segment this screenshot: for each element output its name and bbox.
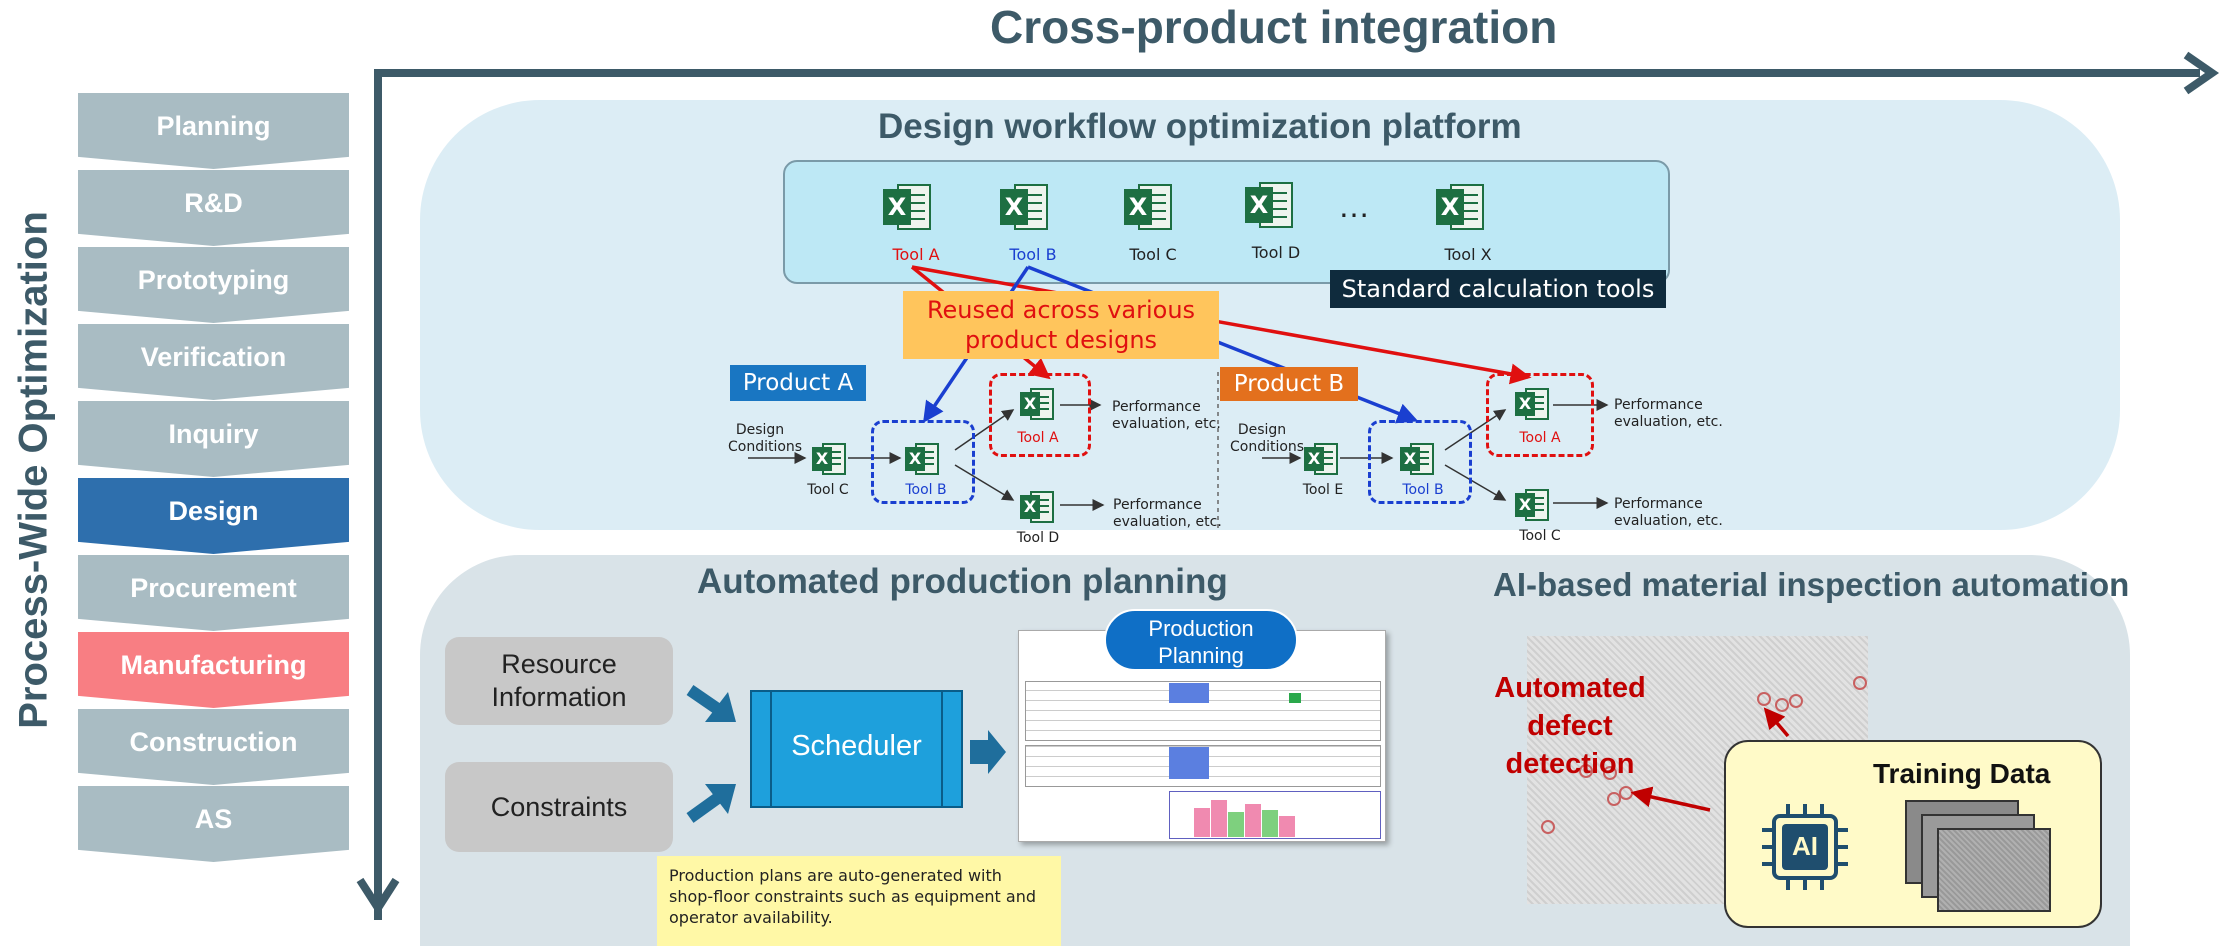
defect-spot bbox=[1579, 764, 1593, 778]
resource-information-box: Resource Information bbox=[445, 637, 673, 725]
excel-icon: X bbox=[1515, 486, 1551, 524]
planning-screenshot bbox=[1018, 630, 1386, 842]
excel-icon: X bbox=[1436, 180, 1486, 234]
product-a-perf-1: Performance evaluation, etc. bbox=[1112, 399, 1221, 432]
platform-title: Design workflow optimization platform bbox=[878, 107, 1522, 146]
production-planning-title: Automated production planning bbox=[697, 562, 1228, 601]
stage-inquiry: Inquiry bbox=[78, 401, 349, 477]
product-a-tool-c: Tool C bbox=[807, 482, 849, 498]
product-b-tool-a: Tool A bbox=[1519, 430, 1561, 446]
excel-icon: X bbox=[1124, 180, 1174, 234]
stage-manufacturing: Manufacturing bbox=[78, 632, 349, 708]
product-b-tool-b-highlight bbox=[1368, 420, 1472, 504]
load-bar bbox=[1279, 816, 1295, 837]
defect-spot bbox=[1607, 792, 1621, 806]
excel-icon: X bbox=[1400, 440, 1436, 478]
excel-icon: X bbox=[1304, 440, 1340, 478]
product-a-tool-a: Tool A bbox=[1017, 430, 1059, 446]
tool-d-label: Tool D bbox=[1251, 243, 1301, 262]
design-conditions-b: Design Conditions bbox=[1230, 422, 1305, 455]
excel-icon: X bbox=[1245, 178, 1295, 232]
stage-prototyping: Prototyping bbox=[78, 247, 349, 323]
scheduler-right-bar bbox=[941, 692, 943, 806]
product-a-badge: Product A bbox=[730, 365, 866, 401]
excel-icon: X bbox=[883, 180, 933, 234]
product-a-tool-a-highlight bbox=[989, 373, 1091, 457]
excel-icon: X bbox=[1515, 385, 1551, 423]
tool-b-label: Tool B bbox=[1009, 245, 1057, 264]
product-a-tool-b-highlight bbox=[871, 420, 975, 504]
stage-planning: Planning bbox=[78, 93, 349, 169]
planning-note: Production plans are auto-generated with… bbox=[657, 856, 1061, 946]
defect-spot bbox=[1757, 692, 1771, 706]
ai-chip-text: AI bbox=[1792, 831, 1818, 861]
product-a-tool-d: Tool D bbox=[1016, 530, 1060, 546]
excel-icon: X bbox=[1020, 488, 1056, 526]
product-b-badge: Product B bbox=[1220, 367, 1358, 401]
excel-icon: X bbox=[905, 440, 941, 478]
product-a-tool-b: Tool B bbox=[905, 482, 947, 498]
stage-procurement: Procurement bbox=[78, 555, 349, 631]
scheduler-box: Scheduler bbox=[750, 690, 963, 808]
excel-icon: X bbox=[1000, 180, 1050, 234]
tool-a-label: Tool A bbox=[892, 245, 940, 264]
load-chart-frame bbox=[1169, 791, 1381, 839]
scheduler-label: Scheduler bbox=[791, 730, 922, 762]
gantt-bar bbox=[1169, 747, 1209, 779]
tools-ellipsis: … bbox=[1338, 188, 1370, 224]
standard-tools-label: Standard calculation tools bbox=[1330, 270, 1666, 308]
scheduler-left-bar bbox=[770, 692, 772, 806]
load-bar bbox=[1245, 804, 1261, 837]
tool-x-label: Tool X bbox=[1444, 245, 1492, 264]
ai-chip-graphic bbox=[1762, 804, 1848, 890]
excel-icon: X bbox=[1020, 385, 1056, 423]
vertical-arrowhead bbox=[356, 877, 400, 916]
stage-verification: Verification bbox=[78, 324, 349, 400]
excel-icon: X bbox=[812, 440, 848, 478]
ai-inspection-title: AI-based material inspection automation bbox=[1493, 566, 2130, 603]
stage-as: AS bbox=[78, 786, 349, 862]
training-image bbox=[1937, 828, 2051, 912]
stage-construction: Construction bbox=[78, 709, 349, 785]
reused-callout: Reused across various product designs bbox=[903, 291, 1219, 359]
cross-product-title: Cross-product integration bbox=[990, 1, 1558, 53]
defect-spot bbox=[1541, 820, 1555, 834]
tool-c-label: Tool C bbox=[1129, 245, 1177, 264]
stage-design: Design bbox=[78, 478, 349, 554]
gantt-bar bbox=[1289, 693, 1301, 703]
stage-rnd: R&D bbox=[78, 170, 349, 246]
load-bar bbox=[1262, 810, 1278, 837]
product-b-perf-1: Performance evaluation, etc. bbox=[1614, 397, 1723, 430]
constraints-box: Constraints bbox=[445, 762, 673, 852]
defect-spot bbox=[1853, 676, 1867, 690]
product-a-perf-2: Performance evaluation, etc. bbox=[1113, 497, 1222, 530]
load-bar bbox=[1194, 808, 1210, 837]
defect-spot bbox=[1603, 766, 1617, 780]
design-conditions-a: Design Conditions bbox=[728, 422, 803, 455]
horizontal-arrowhead bbox=[2183, 51, 2220, 95]
load-bar bbox=[1211, 800, 1227, 837]
product-b-tool-c: Tool C bbox=[1519, 528, 1561, 544]
product-b-perf-2: Performance evaluation, etc. bbox=[1614, 496, 1723, 529]
load-bar bbox=[1228, 812, 1244, 837]
defect-spot bbox=[1789, 694, 1803, 708]
product-b-tool-b: Tool B bbox=[1402, 482, 1444, 498]
horizontal-axis-arrow bbox=[374, 69, 2200, 920]
production-planning-badge: Production Planning bbox=[1104, 609, 1298, 671]
ai-chip-icon: AI bbox=[1758, 800, 1852, 894]
gantt-bar bbox=[1169, 683, 1209, 703]
defect-detection-label: Automated defect detection bbox=[1494, 672, 1646, 780]
product-b-tool-e: Tool E bbox=[1302, 482, 1344, 498]
training-image-stack bbox=[1905, 800, 2055, 915]
training-data-label: Training Data bbox=[1873, 758, 2051, 789]
product-b-tool-a-highlight bbox=[1486, 373, 1594, 457]
